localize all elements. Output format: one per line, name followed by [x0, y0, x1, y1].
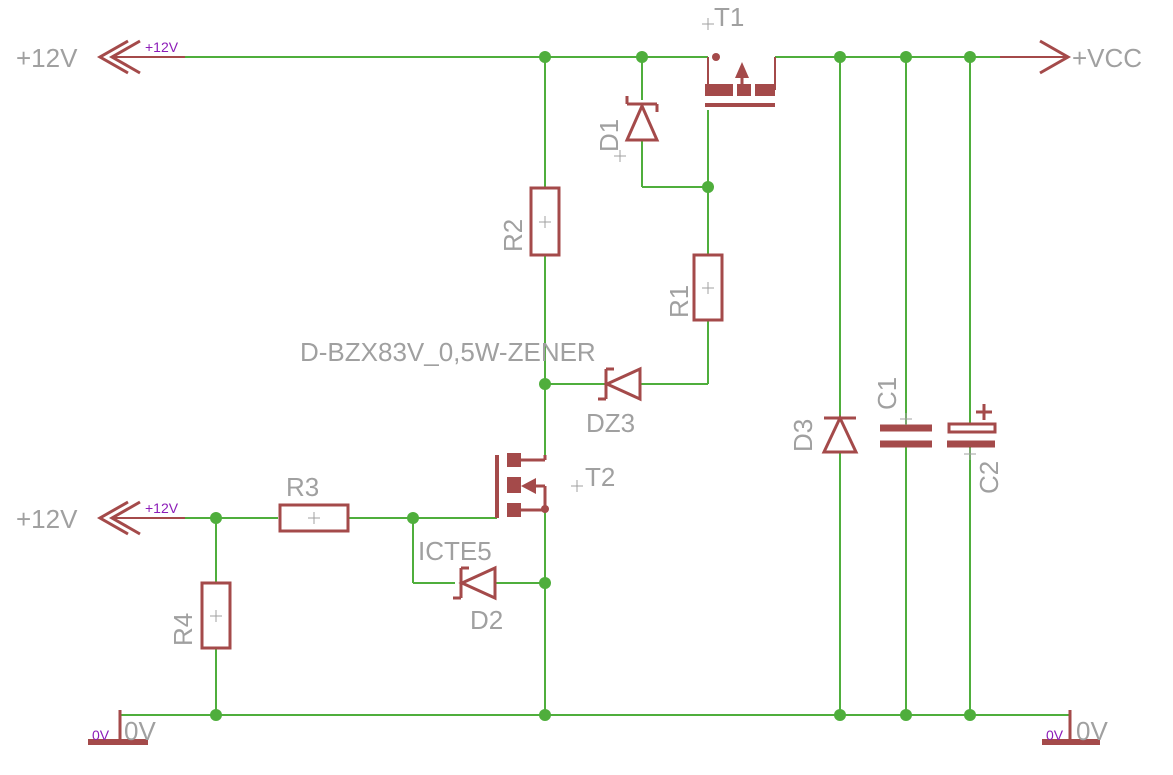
c2-label: C2	[974, 461, 1004, 494]
resistor-r4: R4	[168, 581, 232, 650]
d2-value-label: ICTE5	[418, 536, 492, 566]
supply-12v-top-label: +12V	[16, 43, 78, 73]
diode-d3: D3	[788, 414, 859, 454]
r4-label: R4	[168, 613, 198, 646]
r1-label: R1	[664, 285, 694, 318]
transistor-t1: T1	[702, 2, 776, 107]
diode-d2: D2 ICTE5	[418, 536, 503, 635]
transistor-t2: T2	[495, 453, 615, 518]
resistor-r1: R1	[664, 253, 724, 322]
diode-d1: D1	[594, 96, 660, 162]
d1-label: D1	[594, 119, 624, 152]
supply-12v-top: +12V +12V	[16, 39, 185, 75]
capacitor-c2: C2	[947, 404, 1004, 494]
d2-label: D2	[470, 605, 503, 635]
t2-label: T2	[585, 462, 615, 492]
r3-label: R3	[286, 472, 319, 502]
ground-left: 0V 0V	[88, 710, 156, 746]
ground-right: 0V 0V	[1042, 710, 1108, 746]
resistor-r2: R2	[498, 186, 561, 257]
supply-12v-mid-label: +12V	[16, 504, 78, 534]
dz3-label: DZ3	[586, 408, 635, 438]
resistor-r3: R3	[278, 472, 350, 533]
capacitor-c1: C1	[872, 377, 932, 448]
t1-label: T1	[714, 2, 744, 32]
c1-label: C1	[872, 377, 902, 410]
diode-dz3: DZ3 D-BZX83V_0,5W-ZENER	[300, 337, 642, 438]
ground-right-label: 0V	[1076, 716, 1108, 746]
ground-left-label: 0V	[124, 716, 156, 746]
supply-vcc-label: +VCC	[1072, 43, 1142, 73]
supply-vcc: +VCC	[1000, 39, 1142, 75]
junctions	[210, 51, 976, 721]
supply-12v-top-net: +12V	[145, 39, 179, 55]
ground-left-net: 0V	[92, 727, 110, 743]
r2-label: R2	[498, 219, 528, 252]
zener-value-label: D-BZX83V_0,5W-ZENER	[300, 337, 596, 367]
supply-12v-mid-net: +12V	[145, 500, 179, 516]
wires	[120, 56, 1070, 716]
d3-label: D3	[788, 419, 818, 452]
ground-right-net: 0V	[1046, 727, 1064, 743]
supply-12v-mid: +12V +12V	[16, 500, 185, 536]
